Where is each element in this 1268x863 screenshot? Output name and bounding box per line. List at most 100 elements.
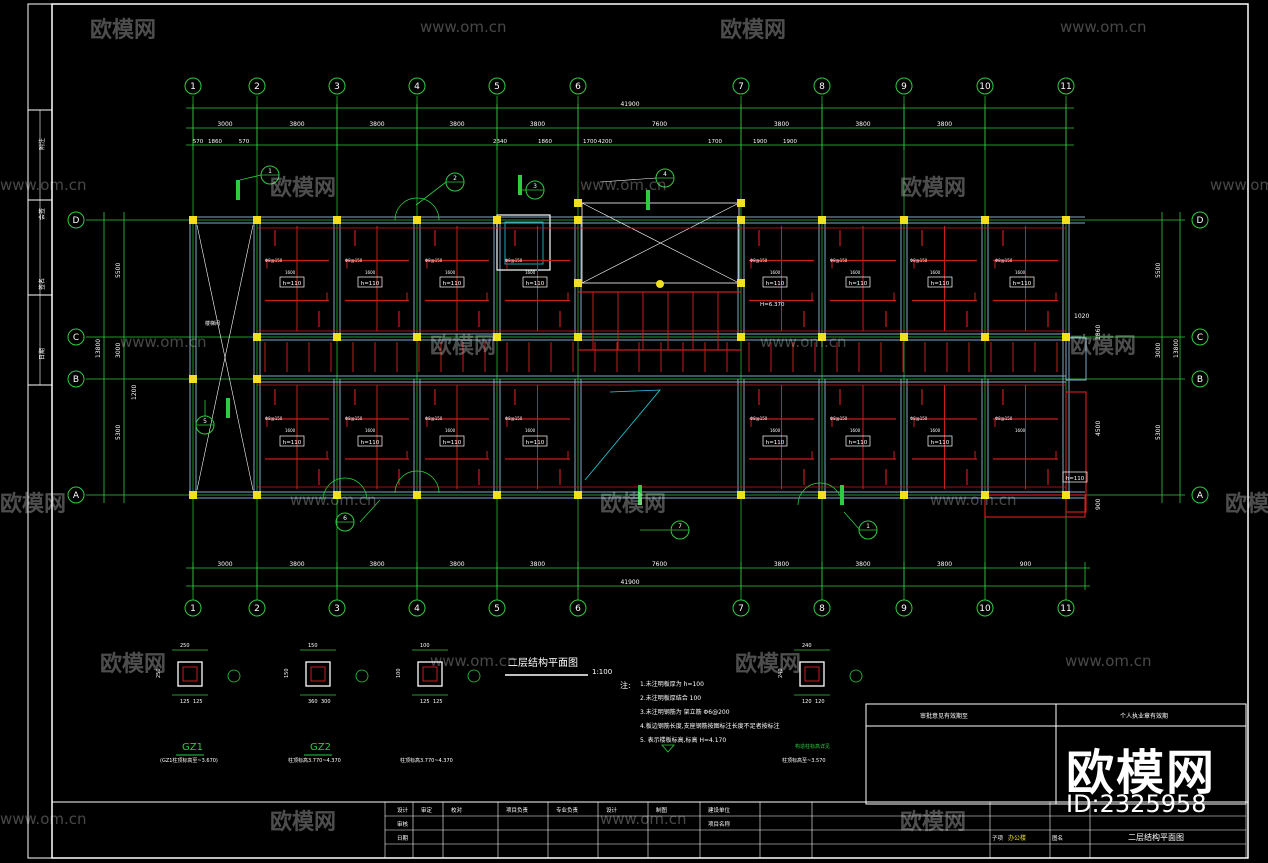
rebar-label: Φ8@150: [750, 416, 768, 421]
plan-title: 二层结构平面图: [508, 656, 578, 669]
plan-scale: 1:100: [592, 668, 612, 676]
shaft-inner: [504, 221, 544, 265]
section-callout-label: 5: [203, 418, 207, 425]
title-block-project: 办公楼: [1008, 834, 1026, 842]
column: [900, 491, 908, 499]
axis-bubble: [408, 77, 426, 95]
dim-text: 5300: [115, 425, 122, 440]
axis-bubble: [1191, 370, 1209, 388]
section-marker: [236, 180, 240, 200]
axis-bubble-label: 4: [414, 82, 420, 92]
watermark-logo: 欧模网: [600, 492, 667, 517]
detail-rebar: [804, 666, 820, 682]
arc: [394, 470, 440, 494]
detail-dim-text: 250: [156, 668, 162, 678]
detail-note: 柱顶标高3.770~4.370: [288, 757, 341, 764]
column: [737, 199, 745, 207]
dim-text: 13800: [1173, 339, 1180, 358]
detail-dim-text: 100: [420, 643, 430, 649]
watermark-logo: 欧模网: [735, 652, 802, 677]
watermark-logo: 欧模网: [900, 176, 967, 201]
rebar-label: Φ8@150: [505, 416, 523, 421]
dim-text: 3800: [289, 561, 304, 568]
title-block-cell: 设计: [397, 806, 409, 814]
dim-text: 3800: [855, 121, 870, 128]
detail-outline: [417, 661, 443, 687]
slab-tag: h=110: [766, 440, 785, 446]
watermark-logo: 欧模网: [900, 810, 967, 835]
detail-note: 柱顶标高3.770~4.370: [400, 757, 453, 764]
column: [900, 216, 908, 224]
column: [574, 333, 582, 341]
detail-name: GZ1: [182, 742, 203, 753]
dim-text: 570: [193, 139, 204, 145]
title-block-cell: 建设单位: [708, 806, 731, 814]
watermark-logo: 欧模网: [270, 176, 337, 201]
leader: [415, 181, 447, 206]
section-callout-label: 4: [663, 171, 667, 178]
watermark-url: www.om.cn: [760, 333, 847, 351]
dim-text: 5300: [1155, 425, 1162, 440]
column: [818, 333, 826, 341]
dim-text: 3000: [115, 343, 122, 358]
watermark-url: www.om.cn: [0, 176, 87, 194]
column-round: [656, 280, 664, 288]
axis-bubble: [976, 77, 994, 95]
axis-bubble-label: 3: [334, 604, 340, 614]
detail-dim-text: 100: [396, 668, 402, 678]
axis-bubble: [895, 599, 913, 617]
rebar-label: 1600: [525, 428, 536, 433]
detail-dim-text: 125: [193, 699, 203, 705]
slab-tag-box: [357, 435, 383, 447]
section-callout-label: 1: [268, 168, 272, 175]
axis-bubble: [328, 77, 346, 95]
dim-text: 1860: [1095, 325, 1102, 340]
watermark-logo: 欧模网: [100, 652, 167, 677]
dim-text: 7600: [652, 561, 667, 568]
rebar-label: 1600: [1015, 270, 1026, 275]
column: [1062, 491, 1070, 499]
title-block-header: 个人执业章有效期: [1120, 712, 1168, 720]
axis-bubble: [569, 77, 587, 95]
detail-dim-text: 125: [433, 699, 443, 705]
leader: [599, 177, 657, 183]
slab-tag-box: [845, 276, 871, 288]
column: [1062, 216, 1070, 224]
slab-tag: h=110: [361, 440, 380, 446]
slab-tag-box: [439, 435, 465, 447]
column: [189, 491, 197, 499]
rebar-label: 1600: [850, 428, 861, 433]
watermark-url: www.om.cn: [420, 18, 507, 36]
axis-bubble-label: 2: [254, 604, 260, 614]
dim-text: 900: [1020, 561, 1032, 568]
detail-rebar: [182, 666, 198, 682]
axis-bubble-label: A: [1197, 491, 1204, 501]
dim-text: 5500: [115, 263, 122, 278]
brand-id: ID:2325958: [1066, 790, 1207, 818]
column: [981, 216, 989, 224]
column: [981, 333, 989, 341]
void-cross: [581, 202, 740, 284]
watermark-url: www.om.cn: [120, 333, 207, 351]
title-block-cell: 审定: [421, 806, 433, 814]
dim-text: 2340: [493, 139, 507, 145]
slab-tag: h=110: [526, 281, 545, 287]
slab-tag: h=110: [1013, 281, 1032, 287]
dim-text: 3800: [774, 561, 789, 568]
watermark-logo: 欧模网: [1225, 492, 1268, 517]
title-block-cell: 审核: [397, 820, 409, 828]
elev-symbol: [661, 744, 675, 753]
axis-bubble-label: 11: [1060, 604, 1071, 614]
detail-callout: [355, 669, 369, 683]
dim-text: 3800: [369, 121, 384, 128]
slab-tag: h=110: [766, 281, 785, 287]
notes-line: 1.未注明板厚为 h=100: [640, 680, 704, 688]
strip-label: 签名: [38, 278, 46, 290]
sheet-border: [27, 3, 1249, 859]
slab-tag: h=110: [443, 440, 462, 446]
column: [333, 333, 341, 341]
detail-outline: [305, 661, 331, 687]
column: [253, 333, 261, 341]
title-block-cell: 项目名称: [708, 820, 731, 828]
